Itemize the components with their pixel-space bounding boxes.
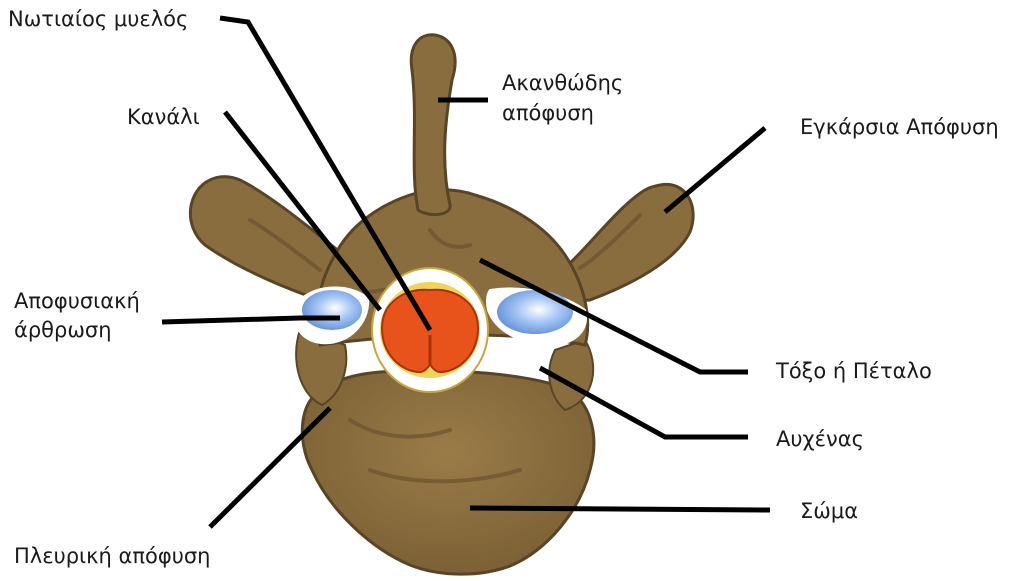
label-costal-process: Πλευρική απόφυση bbox=[14, 543, 210, 570]
label-spinous-process-line1: Ακανθώδης bbox=[502, 70, 623, 97]
leader-transverse-process bbox=[665, 128, 765, 212]
facet-joint-right-blue bbox=[497, 290, 573, 334]
facet-joint-left-blue bbox=[302, 290, 362, 330]
label-pedicle: Αυχένας bbox=[776, 426, 864, 453]
label-facet-joint-line1: Αποφυσιακή bbox=[14, 288, 140, 315]
vertebral-body-shape bbox=[302, 371, 594, 575]
label-canal: Κανάλι bbox=[127, 104, 200, 131]
label-body: Σώμα bbox=[800, 498, 858, 525]
label-spinal-cord: Νωτιαίος μυελός bbox=[8, 6, 188, 33]
leader-body bbox=[470, 508, 770, 510]
label-facet-joint-line2: άρθρωση bbox=[14, 317, 112, 344]
label-spinous-process-line2: απόφυση bbox=[502, 100, 594, 127]
label-lamina: Τόξο ή Πέταλο bbox=[776, 358, 932, 385]
spinous-process-shape bbox=[411, 35, 455, 215]
label-transverse-process: Εγκάρσια Απόφυση bbox=[800, 114, 999, 141]
